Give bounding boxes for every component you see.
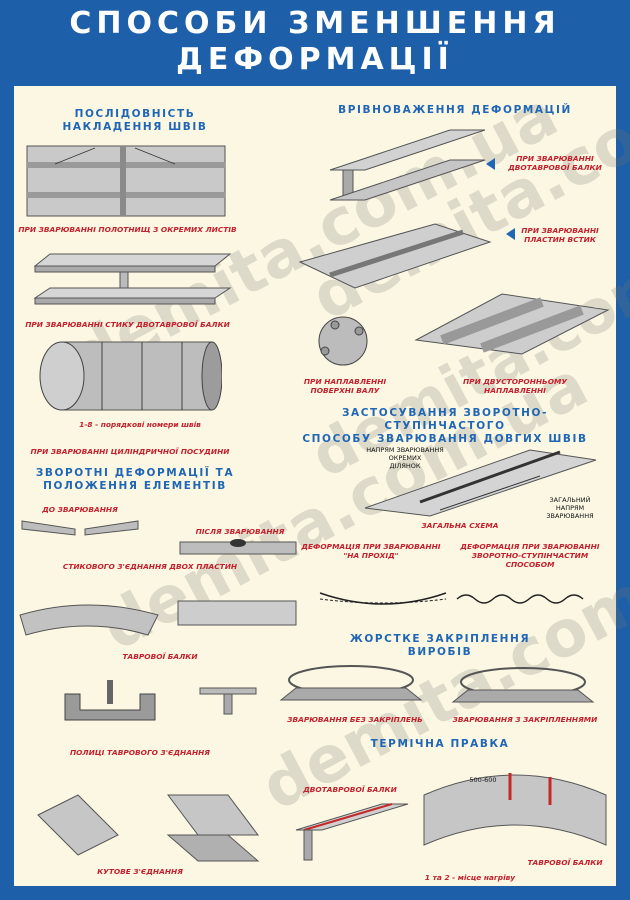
thermal-ibeam-illustration [295, 803, 409, 861]
caption-butt-plates: ПРИ ЗВАРЮВАННІ ПЛАСТИН ВСТИК [521, 226, 599, 244]
no-fix-illustration [279, 665, 423, 701]
balancing-ibeam-illustration [329, 129, 486, 201]
ibeam-joint-illustration [33, 253, 232, 305]
caption-separate-sheets: ПРИ ЗВАРЮВАННІ ПОЛОТНИЩ З ОКРЕМИХ ЛИСТІВ [18, 225, 237, 234]
section-reverse-deform: ЗВОРОТНІ ДЕФОРМАЦІЇ ТА ПОЛОЖЕННЯ ЕЛЕМЕНТ… [35, 467, 235, 492]
caption-shaft: ПРИ НАПЛАВЛЕННІ ПОВЕРХНІ ВАЛУ [303, 377, 387, 395]
double-side-illustration [414, 293, 610, 355]
caption-tee-beam-2: ТАВРОВОЇ БАЛКИ [527, 858, 603, 867]
caption-seq-numbers: 1-8 - порядкові номери швів [79, 420, 201, 429]
section-reverse-step: ЗАСТОСУВАННЯ ЗВОРОТНО-СТУПІНЧАСТОГО СПОС… [302, 407, 588, 445]
caption-deform-reverse: ДЕФОРМАЦІЯ ПРИ ЗВАРЮВАННІ ЗВОРОТНО-СТУПІ… [460, 542, 600, 569]
label-dimension: 500-600 [469, 776, 497, 784]
title-line-2: ДЕФОРМАЦІЇ [176, 42, 454, 77]
before-weld-illustration [21, 520, 139, 536]
cylinder-illustration [39, 341, 222, 411]
label-weld-direction: НАПРЯМ ЗВАРЮВАННЯ ОКРЕМИХ ДІЛЯНОК [366, 446, 444, 470]
caption-corner: КУТОВЕ З'ЄДНАННЯ [97, 867, 183, 876]
deform-reverse-illustration [456, 594, 584, 604]
deform-pass-illustration [319, 592, 447, 605]
label-general-direction: ЗАГАЛЬНИЙ НАПРЯМ ЗВАРЮВАННЯ [546, 496, 594, 520]
caption-deform-pass: ДЕФОРМАЦІЯ ПРИ ЗВАРЮВАННІ "НА ПРОХІД" [301, 542, 441, 560]
section-rigid: ЖОРСТКЕ ЗАКРІПЛЕННЯ ВИРОБІВ [349, 633, 531, 658]
caption-ibeam-beam: ДВОТАВРОВОЇ БАЛКИ [303, 785, 397, 794]
caption-cylinder: ПРИ ЗВАРЮВАННІ ЦИЛІНДРИЧНОЇ ПОСУДИНИ [30, 447, 230, 456]
section-thermal: ТЕРМІЧНА ПРАВКА [370, 738, 510, 750]
general-scheme-illustration [364, 449, 597, 517]
section-sequence: ПОСЛІДОВНІСТЬ НАКЛАДЕННЯ ШВІВ [62, 108, 208, 133]
caption-before-welding: ДО ЗВАРЮВАННЯ [42, 505, 118, 514]
caption-general-scheme: ЗАГАЛЬНА СХЕМА [421, 521, 499, 530]
tee-beam-illustration [19, 600, 297, 636]
title-line-1: СПОСОБИ ЗМЕНШЕННЯ [69, 6, 561, 41]
caption-tee-beam: ТАВРОВОЇ БАЛКИ [122, 652, 198, 661]
corner-joint-illustration [37, 794, 260, 862]
pointer-triangle-icon [486, 158, 495, 170]
after-weld-illustration [179, 539, 297, 555]
caption-double-side: ПРИ ДВУСТОРОННЬОМУ НАПЛАВЛЕННІ [462, 377, 568, 395]
pointer-triangle-icon [506, 228, 515, 240]
caption-with-fix: ЗВАРЮВАННЯ З ЗАКРІПЛЕННЯМИ [452, 715, 598, 724]
caption-tee-shelf: ПОЛИЦІ ТАВРОВОГО З'ЄДНАННЯ [69, 748, 211, 757]
caption-butt-two-plates: СТИКОВОГО З'ЄДНАННЯ ДВОХ ПЛАСТИН [62, 562, 238, 571]
caption-ibeam-welding: ПРИ ЗВАРЮВАННІ ДВОТАВРОВОЇ БАЛКИ [508, 154, 602, 172]
shaft-illustration [318, 316, 368, 366]
section-balancing: ВРІВНОВАЖЕННЯ ДЕФОРМАЦІЙ [338, 104, 572, 116]
thermal-tee-illustration [423, 773, 607, 846]
with-fix-illustration [451, 667, 595, 703]
clamp-illustration [64, 680, 156, 721]
butt-plates-illustration [298, 223, 492, 289]
caption-after-welding: ПІСЛЯ ЗВАРЮВАННЯ [195, 527, 285, 536]
tee-shelf-illustration [199, 687, 257, 715]
caption-ibeam-joint: ПРИ ЗВАРЮВАННІ СТИКУ ДВОТАВРОВОЇ БАЛКИ [25, 320, 230, 329]
sheets-illustration [26, 145, 226, 217]
caption-heat-points: 1 та 2 - місце нагріву [424, 873, 516, 882]
caption-no-fix: ЗВАРЮВАННЯ БЕЗ ЗАКРІПЛЕНЬ [287, 715, 423, 724]
